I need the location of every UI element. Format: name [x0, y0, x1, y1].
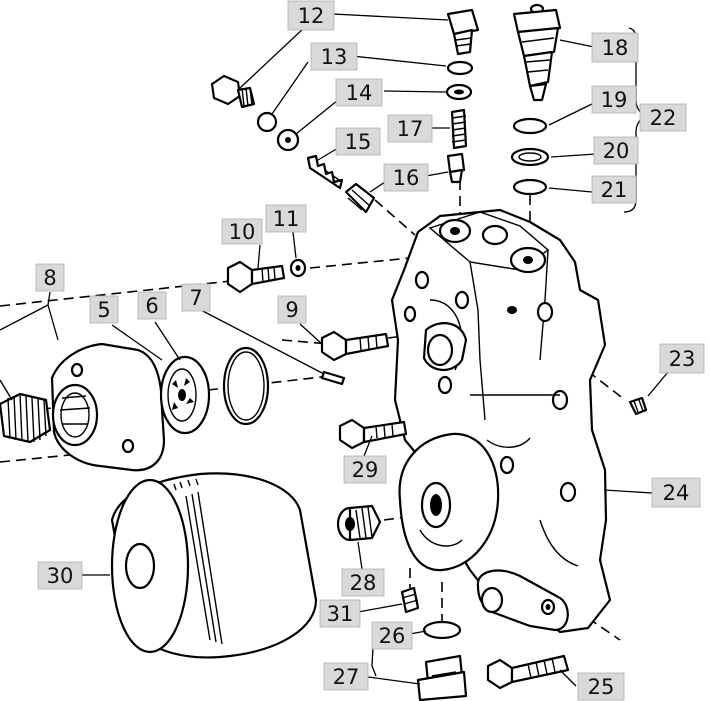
svg-text:20: 20	[603, 139, 630, 163]
callout-10: 10	[221, 218, 263, 245]
bolt-9	[320, 330, 390, 362]
drain-plug-27	[416, 654, 468, 701]
valve-housing	[390, 208, 612, 634]
spring-17	[450, 108, 468, 150]
callout-20: 20	[593, 136, 639, 165]
svg-text:17: 17	[397, 117, 424, 141]
callout-19: 19	[591, 85, 637, 114]
callout-16: 16	[383, 163, 429, 192]
callout-18: 18	[591, 32, 639, 63]
callout-27: 27	[323, 662, 369, 691]
callout-30: 30	[37, 561, 83, 590]
svg-text:21: 21	[601, 178, 628, 202]
svg-text:27: 27	[333, 665, 360, 689]
spring-15	[306, 154, 344, 190]
rotor-6	[159, 355, 211, 435]
svg-text:28: 28	[350, 571, 377, 595]
injector-nozzle-18	[512, 3, 562, 102]
gear-shaft-left	[0, 379, 52, 444]
set-screw-23	[628, 396, 648, 416]
fitting-16	[446, 152, 466, 184]
washer-13	[256, 111, 278, 133]
oil-filter-30	[110, 472, 318, 659]
oring-21	[512, 178, 548, 196]
check-valve-16	[344, 182, 376, 214]
plug-bolt-12	[210, 74, 256, 109]
oring-19	[512, 117, 548, 135]
svg-text:29: 29	[352, 458, 379, 482]
svg-text:13: 13	[321, 45, 348, 69]
svg-text:10: 10	[229, 220, 256, 244]
callout-11: 11	[265, 204, 307, 233]
svg-text:15: 15	[345, 130, 372, 154]
pin-7	[320, 370, 346, 386]
nipple-28	[336, 504, 382, 542]
oring-13	[446, 60, 474, 76]
callout-28: 28	[341, 568, 385, 597]
callout-17: 17	[387, 114, 433, 143]
svg-text:8: 8	[43, 266, 56, 290]
callout-25: 25	[577, 672, 625, 701]
callout-26: 26	[371, 621, 413, 650]
callout-9: 9	[277, 295, 307, 324]
washer-20	[510, 147, 550, 167]
pump-cover-8	[50, 342, 166, 472]
filter-mount-boss	[398, 432, 500, 572]
svg-text:22: 22	[650, 106, 677, 130]
washer-14b	[445, 83, 473, 101]
callout-22: 22	[639, 103, 687, 132]
bolt-10	[226, 260, 286, 294]
svg-text:9: 9	[285, 298, 298, 322]
callout-12: 12	[287, 0, 335, 31]
callout-7: 7	[181, 283, 211, 312]
svg-text:6: 6	[145, 294, 158, 318]
bolt-29	[338, 418, 408, 450]
svg-text:18: 18	[602, 36, 629, 60]
washer-11	[289, 258, 307, 278]
svg-text:12: 12	[298, 4, 325, 28]
svg-text:25: 25	[588, 675, 615, 699]
callout-labels: 12 13 14 15 16 17 18 19 20 21 22 10 11 9…	[35, 0, 705, 701]
callout-5: 5	[89, 295, 119, 324]
callout-6: 6	[137, 291, 167, 320]
oring-26	[422, 620, 462, 640]
callout-23: 23	[659, 343, 705, 374]
callout-13: 13	[310, 42, 358, 71]
plug-12-top	[446, 8, 480, 56]
bolt-25	[486, 654, 570, 690]
svg-text:14: 14	[346, 81, 373, 105]
svg-text:11: 11	[273, 207, 300, 231]
callout-8: 8	[35, 263, 65, 292]
callout-21: 21	[591, 175, 637, 204]
svg-text:23: 23	[669, 347, 696, 371]
fitting-31	[400, 586, 420, 614]
callout-14: 14	[335, 78, 383, 107]
svg-text:30: 30	[47, 564, 74, 588]
callout-24: 24	[651, 477, 701, 508]
oring-7	[222, 346, 270, 426]
callout-31: 31	[319, 599, 361, 628]
svg-text:24: 24	[663, 481, 690, 505]
svg-text:7: 7	[189, 286, 202, 310]
callout-29: 29	[343, 455, 387, 484]
svg-text:19: 19	[601, 88, 628, 112]
svg-text:26: 26	[379, 624, 406, 648]
svg-text:5: 5	[97, 298, 110, 322]
svg-text:31: 31	[327, 602, 354, 626]
callout-15: 15	[335, 127, 381, 156]
washer-14	[276, 128, 300, 152]
svg-text:16: 16	[393, 166, 420, 190]
